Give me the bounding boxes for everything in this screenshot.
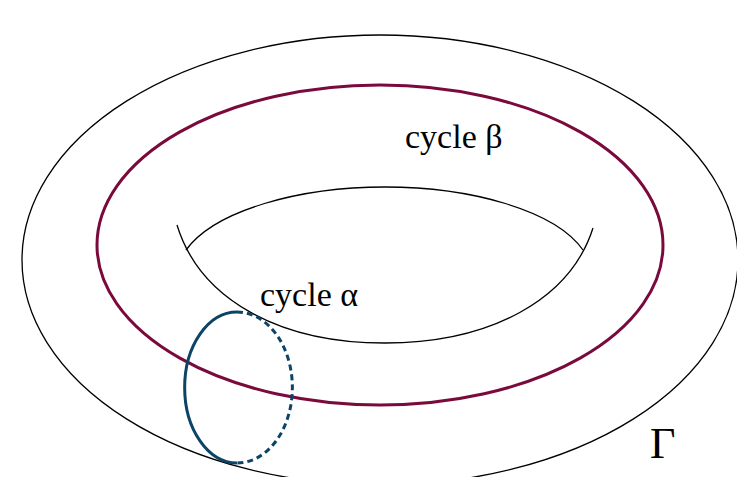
cycle-label: cycle β (405, 120, 503, 154)
torus-outline (22, 35, 737, 477)
cycle-label: cycle α (260, 278, 358, 312)
cycle-alpha-back (237, 312, 292, 463)
hole-upper-arc (186, 187, 583, 250)
cycle-beta-curve (97, 85, 663, 405)
cycle-alpha-front (185, 312, 237, 463)
surface-label: Γ (650, 422, 675, 466)
hole-lower-arc (177, 225, 593, 343)
